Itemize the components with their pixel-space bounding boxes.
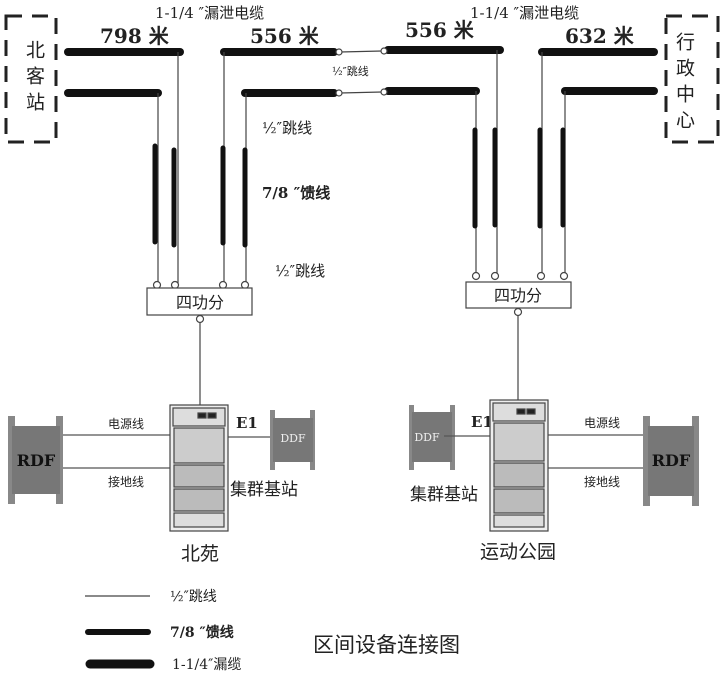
right-rdf: RDF: [643, 416, 699, 506]
left-splitter-label: 四功分: [176, 293, 224, 312]
leaky-label-left: 1-1/4 ″漏泄电缆: [155, 4, 264, 22]
left-site-name: 北苑: [181, 543, 219, 565]
jumper-mid-label: ½″跳线: [332, 64, 369, 78]
leaky-label-right: 1-1/4 ″漏泄电缆: [470, 4, 579, 22]
right-e1-label: E1: [471, 413, 493, 431]
right-power-label: 电源线: [584, 416, 620, 430]
right-feeders: [475, 50, 566, 274]
right-ground-label: 接地线: [584, 474, 620, 489]
length-3: 556 米: [405, 18, 475, 42]
left-ddf-label: DDF: [280, 432, 306, 445]
jumper-bottom-label: ½″跳线: [275, 262, 325, 280]
middle-jumpers: [335, 47, 388, 97]
right-bts-cabinet: [489, 399, 549, 532]
left-power-label: 电源线: [108, 417, 144, 431]
left-end-station-label: 北客站: [23, 40, 45, 118]
legend: ½″跳线 7/8 ″馈线 1-1/4″漏缆: [85, 589, 241, 673]
left-feeders: [157, 52, 247, 283]
right-ddf: DDF: [409, 405, 455, 470]
left-rdf-label: RDF: [17, 451, 56, 470]
legend-feeder-label: 7/8 ″馈线: [170, 624, 234, 641]
left-ground-label: 接地线: [108, 474, 144, 489]
diagram-title: 区间设备连接图: [313, 633, 460, 657]
left-rdf: RDF: [8, 416, 63, 504]
right-end-station-label: 行政中心: [673, 32, 695, 136]
right-splitter-label: 四功分: [494, 286, 542, 305]
leaky-cables: [64, 46, 658, 97]
right-end-station: 行政中心: [664, 14, 720, 144]
feeder-label: 7/8 ″馈线: [262, 184, 330, 202]
right-site-name: 运动公园: [480, 541, 556, 563]
left-feeder-thick: [152, 143, 248, 248]
legend-jumper-label: ½″跳线: [170, 589, 217, 605]
left-e1-label: E1: [236, 414, 258, 432]
left-ddf: DDF: [270, 410, 315, 470]
right-feeder-thick: [472, 127, 566, 229]
legend-leaky-label: 1-1/4″漏缆: [172, 657, 241, 673]
right-splitter: [465, 271, 572, 400]
jumper-top-label: ½″跳线: [262, 119, 312, 137]
left-splitter: [146, 280, 253, 405]
right-site-lines: [444, 434, 645, 469]
right-rdf-label: RDF: [652, 451, 691, 470]
left-bts-label: 集群基站: [230, 480, 298, 500]
length-1: 798 米: [100, 24, 170, 48]
left-bts-cabinet: [169, 404, 229, 532]
right-ddf-label: DDF: [414, 431, 440, 444]
left-site-lines: [63, 434, 270, 469]
length-2: 556 米: [250, 24, 320, 48]
right-bts-label: 集群基站: [410, 485, 478, 505]
left-end-station: 北客站: [4, 14, 58, 144]
length-4: 632 米: [565, 24, 635, 48]
